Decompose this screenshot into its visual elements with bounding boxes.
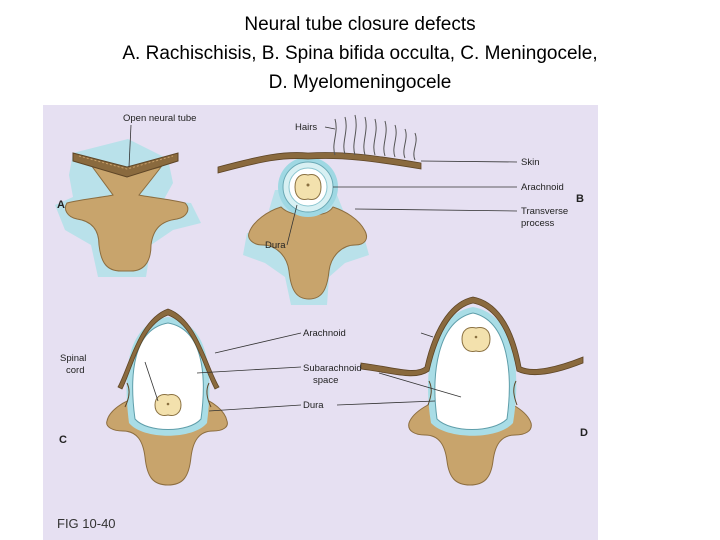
panel-b-hairs (333, 114, 417, 161)
panel-c-skin (117, 308, 220, 390)
neural-tube-defects-figure: Open neural tube Hairs Skin Arachnoid Tr… (43, 105, 598, 540)
label-process: process (521, 218, 555, 229)
slide-title: Neural tube closure defects A. Rachischi… (0, 10, 720, 97)
label-space: space (313, 375, 338, 386)
panel-c (106, 308, 228, 486)
panel-a (55, 139, 201, 277)
title-line-1: Neural tube closure defects (244, 14, 476, 35)
label-arachnoid-b: Arachnoid (521, 182, 564, 193)
panel-b (217, 114, 422, 305)
label-arachnoid-cd: Arachnoid (303, 328, 346, 339)
panel-a-open-neural-tube (72, 152, 179, 178)
panel-letter-c: C (59, 434, 67, 446)
panel-d-spinal-cord (461, 327, 491, 352)
title-line-3: D. Myelomeningocele (268, 72, 452, 93)
panel-b-vertebra (248, 206, 368, 300)
title-line-2: A. Rachischisis, B. Spina bifida occulta… (122, 43, 598, 64)
label-hairs: Hairs (295, 122, 317, 133)
panel-letter-b: B (576, 193, 584, 205)
panel-d-skin (360, 296, 584, 377)
panel-d (360, 296, 584, 486)
panel-letter-d: D (580, 427, 588, 439)
label-transverse: Transverse (521, 206, 568, 217)
label-dura-b: Dura (265, 240, 286, 251)
leader-lines (128, 124, 518, 412)
figure-number: FIG 10-40 (57, 516, 116, 531)
label-open-neural-tube: Open neural tube (123, 113, 196, 124)
label-skin: Skin (521, 157, 539, 168)
label-spinal: Spinal (60, 353, 86, 364)
panel-b-spinal-cord (294, 174, 322, 200)
panel-b-skin (217, 152, 422, 174)
label-subarachnoid: Subarachnoid (303, 363, 362, 374)
panel-a-vertebra (64, 164, 189, 272)
label-dura-cd: Dura (303, 400, 324, 411)
panel-letter-a: A (57, 199, 65, 211)
label-cord: cord (66, 365, 84, 376)
